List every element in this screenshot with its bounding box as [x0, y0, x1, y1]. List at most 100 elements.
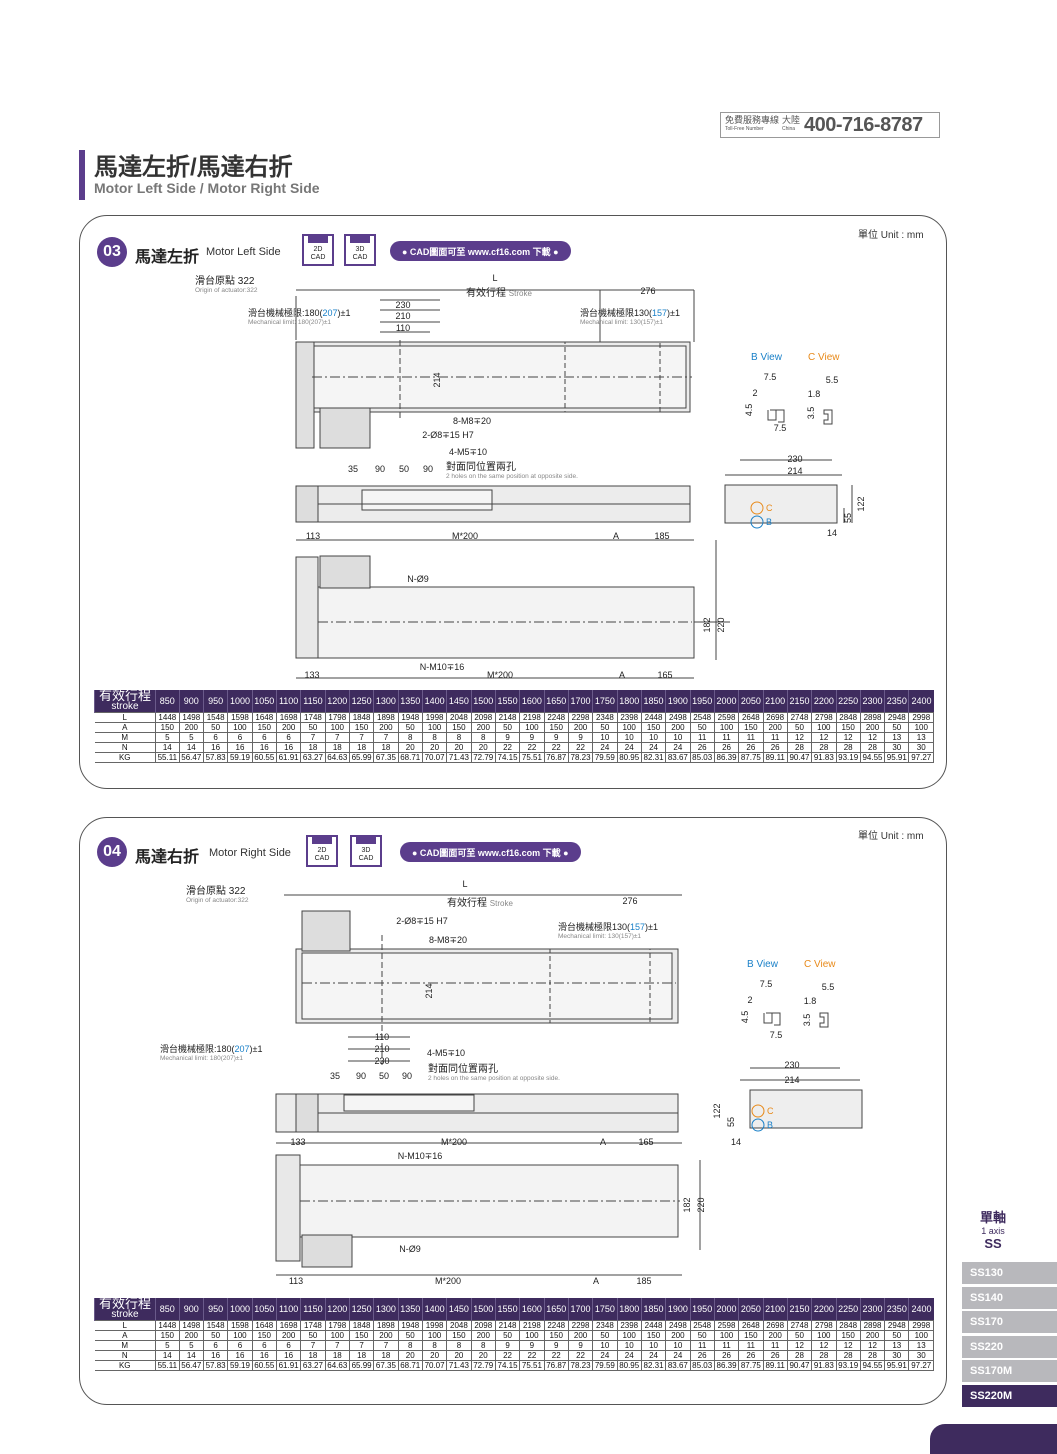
- table-cell: 2948: [884, 1320, 910, 1331]
- table-cell: 6: [227, 732, 253, 743]
- table-cell: 16: [202, 1350, 229, 1361]
- table-cell: 50: [689, 1330, 715, 1341]
- table-cell: 71.43: [446, 752, 472, 763]
- table-cell: 10: [616, 732, 642, 743]
- table-cell: 56.47: [178, 752, 204, 763]
- dim-210: 210: [395, 311, 410, 321]
- table-cell: 26: [713, 1350, 740, 1361]
- table-cell: 1598: [227, 1320, 253, 1331]
- dim-185: 185: [654, 531, 669, 541]
- sidebar-item-ss140[interactable]: SS140: [962, 1286, 1057, 1309]
- table-cell: 150: [835, 722, 861, 733]
- sidebar-item-ss130[interactable]: SS130: [962, 1262, 1057, 1284]
- table-cell: 28: [859, 1350, 886, 1361]
- table-cell: 74.15: [494, 1360, 521, 1371]
- sidebar-item-ss220[interactable]: SS220: [962, 1335, 1057, 1358]
- stroke-header: 1250: [348, 1298, 374, 1321]
- table-cell: 100: [616, 722, 642, 733]
- stroke-header: 1700: [567, 1298, 593, 1321]
- table-cell: 2248: [543, 1320, 569, 1331]
- b-marker: [750, 515, 764, 529]
- table-cell: 6: [202, 1340, 229, 1351]
- sidebar-item-ss170[interactable]: SS170: [962, 1311, 1057, 1333]
- table-cell: 87.75: [738, 1360, 764, 1371]
- table-cell: 6: [275, 732, 302, 743]
- table-cell: 24: [592, 1350, 618, 1361]
- table-cell: 2548: [689, 1320, 715, 1331]
- dim-1-8: 1.8: [804, 996, 817, 1006]
- drawing-motor-right: L 276 2-Ø8∓15 H7 8-M8∓20 214 110 210 230…: [275, 879, 863, 1286]
- cad-download-link[interactable]: ● CAD圖面可至 www.cf16.com 下載 ●: [400, 842, 581, 862]
- table-cell: 28: [811, 742, 837, 753]
- table-cell: 91.83: [811, 1360, 837, 1371]
- table-cell: 9: [543, 732, 569, 743]
- stroke-header: 1500: [470, 690, 496, 713]
- table-cell: 28: [786, 742, 813, 753]
- table-cell: 150: [446, 722, 472, 733]
- table-cell: 1698: [275, 1320, 302, 1331]
- table-cell: 9: [567, 732, 594, 743]
- cad-download-link[interactable]: ● CAD圖面可至 www.cf16.com 下載 ●: [390, 241, 571, 261]
- table-cell: 20: [446, 1350, 472, 1361]
- table-cell: 6: [275, 1340, 302, 1351]
- table-cell: 10: [640, 732, 667, 743]
- stroke-header: 1950: [689, 1298, 715, 1321]
- dim-5-5: 5.5: [822, 982, 835, 992]
- table-cell: 200: [470, 722, 496, 733]
- table-cell: 22: [543, 742, 569, 753]
- table-cell: 6: [227, 1340, 253, 1351]
- table-cell: 24: [640, 1350, 667, 1361]
- table-cell: 80.95: [616, 752, 642, 763]
- stroke-header: 1550: [494, 1298, 520, 1321]
- table-cell: 22: [519, 1350, 545, 1361]
- stroke-header: 1700: [567, 690, 593, 713]
- table-cell: 22: [494, 742, 521, 753]
- table-cell: 26: [762, 1350, 788, 1361]
- table-cell: 18: [373, 742, 399, 753]
- dim-55: 55: [843, 513, 853, 523]
- table-cell: 24: [640, 742, 667, 753]
- sidebar-item-ss170m[interactable]: SS170M: [962, 1360, 1057, 1382]
- section-03-panel: [79, 215, 947, 789]
- table-cell: 82.31: [640, 752, 667, 763]
- table-cell: 64.63: [324, 752, 350, 763]
- dim-210: 210: [374, 1044, 389, 1054]
- table-cell: 1448: [155, 712, 180, 723]
- row-label: A: [94, 1330, 156, 1341]
- table-cell: 55.11: [155, 752, 180, 763]
- table-cell: 79.59: [592, 1360, 618, 1371]
- sidebar-item-ss220m[interactable]: SS220M: [962, 1384, 1057, 1407]
- table-cell: 7: [373, 1340, 399, 1351]
- dim-90b: 90: [423, 464, 433, 474]
- stroke-header: 1250: [348, 690, 374, 713]
- table-cell: 1498: [178, 712, 204, 723]
- table-cell: 50: [592, 722, 618, 733]
- table-cell: 16: [227, 1350, 253, 1361]
- table-cell: 63.27: [300, 1360, 326, 1371]
- table-cell: 100: [908, 1330, 934, 1341]
- table-cell: 50: [884, 1330, 910, 1341]
- stroke-header: 2300: [859, 690, 885, 713]
- table-cell: 12: [835, 732, 861, 743]
- table-cell: 14: [155, 742, 180, 753]
- table-cell: 150: [251, 722, 277, 733]
- stroke-header: 1400: [421, 690, 447, 713]
- table-cell: 2598: [713, 1320, 740, 1331]
- c-view-label: C View: [808, 352, 840, 363]
- table-cell: 75.51: [519, 1360, 545, 1371]
- table-cell: 55.11: [155, 1360, 180, 1371]
- table-cell: 11: [689, 1340, 715, 1351]
- stroke-header: 950: [202, 1298, 228, 1321]
- table-cell: 30: [884, 742, 910, 753]
- table-cell: 7: [324, 732, 350, 743]
- dim-110: 110: [375, 1032, 389, 1042]
- table-cell: 100: [616, 1330, 642, 1341]
